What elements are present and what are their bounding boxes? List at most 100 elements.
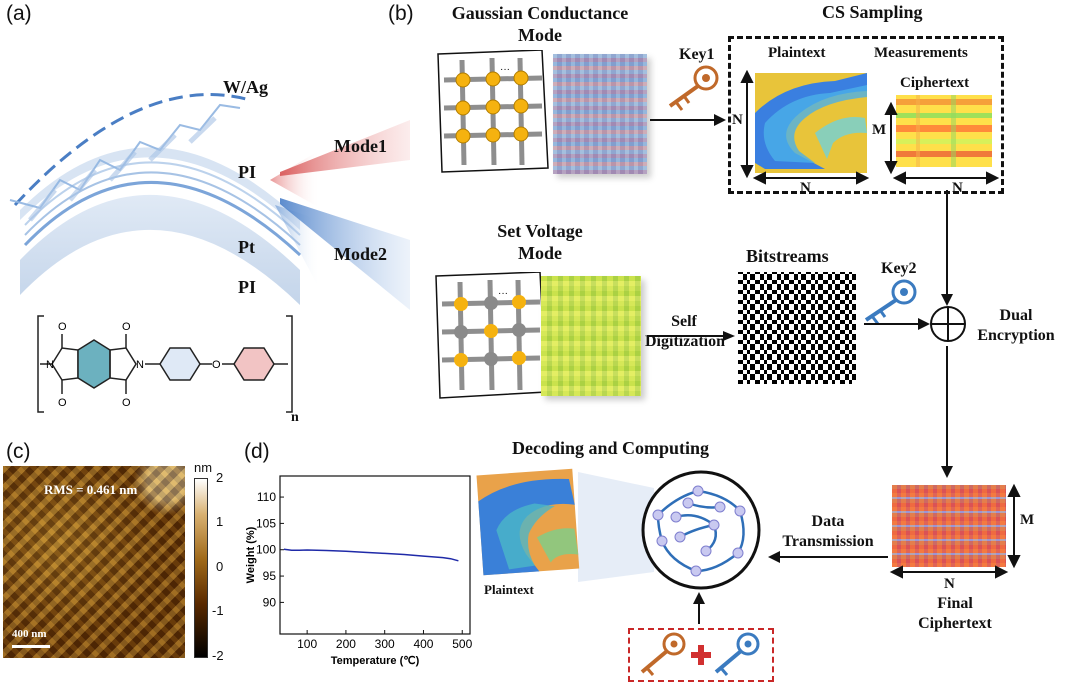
layered-film-illustration (9, 93, 320, 305)
svg-text:O: O (122, 321, 131, 333)
colorbar-tick-1: 1 (216, 514, 224, 529)
x-tick-label: 500 (452, 637, 472, 651)
benzene-ring-2 (159, 347, 201, 381)
set-voltage-mode-title: Set Voltage Mode (497, 221, 583, 263)
afm-image (3, 466, 185, 658)
combined-keys-box (628, 628, 774, 682)
decoding-computing-title: Decoding and Computing (512, 438, 710, 458)
colorbar-tick-2: 2 (216, 470, 224, 485)
combined-keys-icons (640, 632, 760, 676)
colorbar (194, 478, 208, 658)
panel-c-label: (c) (6, 440, 31, 463)
set-voltage-heatmap (541, 276, 641, 396)
y-tick-label: 110 (257, 490, 276, 504)
tga-chart: 100 200 300 400 500 90 95 100 105 110 Temperatur… (245, 475, 473, 667)
final-dim-n: N (944, 576, 955, 592)
layer-label-pi-top: PI (238, 162, 256, 182)
arrow-keys-to-decoder (693, 592, 705, 624)
svg-text:O: O (58, 397, 67, 409)
y-tick-label: 100 (256, 543, 276, 557)
colorbar-tick-neg2: -2 (212, 648, 224, 663)
neural-network-icon (641, 470, 761, 590)
data-transmission-label: Data Transmission (782, 513, 874, 550)
central-benzene-ring (77, 339, 111, 389)
svg-text:O: O (212, 359, 221, 371)
pi-bottom-layer (20, 194, 300, 305)
self-digitization-label: Self Digitization (645, 313, 725, 350)
x-tick-label: 400 (413, 637, 433, 651)
y-tick-label: 95 (263, 569, 277, 583)
ciphertext-dim-n: N (952, 180, 963, 196)
rms-label: RMS = 0.461 nm (44, 482, 138, 497)
crossbar-array-gaussian: ··· (437, 50, 549, 173)
svg-text:···: ··· (498, 288, 508, 299)
pi-top-layer (20, 147, 300, 230)
key2-label: Key2 (881, 260, 917, 277)
cs-sampling-box (728, 36, 1004, 194)
mode2-label: Mode2 (334, 244, 387, 264)
mode1-label: Mode1 (334, 136, 387, 156)
key2-small-icon (714, 632, 760, 676)
layer-label-pi-bottom: PI (238, 277, 256, 297)
key1-label: Key1 (679, 46, 715, 63)
y-tick-label: 90 (263, 595, 277, 609)
cs-sampling-title: CS Sampling (822, 2, 923, 22)
svg-text:N: N (136, 359, 144, 371)
scale-bar-label: 400 nm (12, 628, 47, 640)
ciphertext-dim-m: M (872, 122, 887, 138)
mode1-gradient (280, 120, 410, 176)
x-axis-label: Temperature (℃) (331, 655, 420, 667)
gaussian-conductance-mode-title: Gaussian Conductance Mode (451, 3, 629, 45)
weight-loss-line (283, 548, 459, 562)
arrow-data-transmission (768, 551, 888, 563)
arrow-to-cs-sampling (650, 114, 726, 126)
key1-icon (668, 65, 719, 111)
final-ciphertext-label: Final Ciphertext (918, 595, 992, 632)
plaintext-image (755, 73, 867, 173)
x-tick-label: 100 (297, 637, 317, 651)
arrow-to-bitstreams (647, 331, 735, 341)
svg-text:···: ··· (500, 64, 510, 75)
final-ciphertext-dims (889, 483, 1021, 579)
measurements-label: Measurements (874, 45, 968, 61)
plaintext-dim-n-horizontal: N (800, 180, 811, 196)
plaintext-label: Plaintext (768, 45, 826, 61)
key2-icon (864, 279, 917, 325)
colorbar-tick-neg1: -1 (212, 603, 224, 618)
pt-layer (23, 180, 302, 257)
decoded-plaintext-label: Plaintext (484, 582, 534, 597)
plot-frame (279, 475, 471, 635)
cs-ciphertext-image (896, 95, 992, 167)
scale-bar (12, 645, 50, 648)
x-tick-label: 300 (375, 637, 395, 651)
bitstream-pattern (738, 272, 856, 384)
plaintext-dim-n-vertical: N (732, 112, 743, 128)
repeat-unit-subscript: n (291, 410, 299, 425)
bitstreams-title: Bitstreams (746, 246, 829, 266)
x-tick-label: 200 (336, 637, 356, 651)
svg-text:O: O (58, 321, 67, 333)
ciphertext-label: Ciphertext (900, 75, 970, 91)
xor-operator-icon (930, 306, 966, 342)
y-axis-label: Weight (%) (245, 526, 257, 583)
svg-text:O: O (122, 397, 131, 409)
panel-a-label: (a) (6, 2, 32, 25)
panel-b-label: (b) (388, 2, 414, 25)
gaussian-conductance-heatmap (553, 54, 647, 174)
y-tick-label: 105 (256, 516, 276, 530)
encryption-flow-arrows (864, 190, 953, 478)
decoding-focus-beam (578, 472, 654, 582)
key1-small-icon (640, 632, 686, 676)
crossbar-array-set-voltage: ··· (435, 272, 547, 399)
svg-text:N: N (46, 359, 54, 371)
dimension-arrows (740, 70, 1000, 185)
benzene-ring-3 (233, 347, 275, 381)
decoded-plaintext-image (476, 468, 580, 576)
colorbar-unit: nm (194, 460, 213, 475)
w-ag-layer (13, 93, 251, 207)
mode2-gradient (280, 198, 410, 310)
dual-encryption-label: Dual Encryption (977, 307, 1055, 344)
polyimide-structure: O O O O N N O (37, 315, 293, 413)
layer-label-pt: Pt (238, 237, 255, 257)
